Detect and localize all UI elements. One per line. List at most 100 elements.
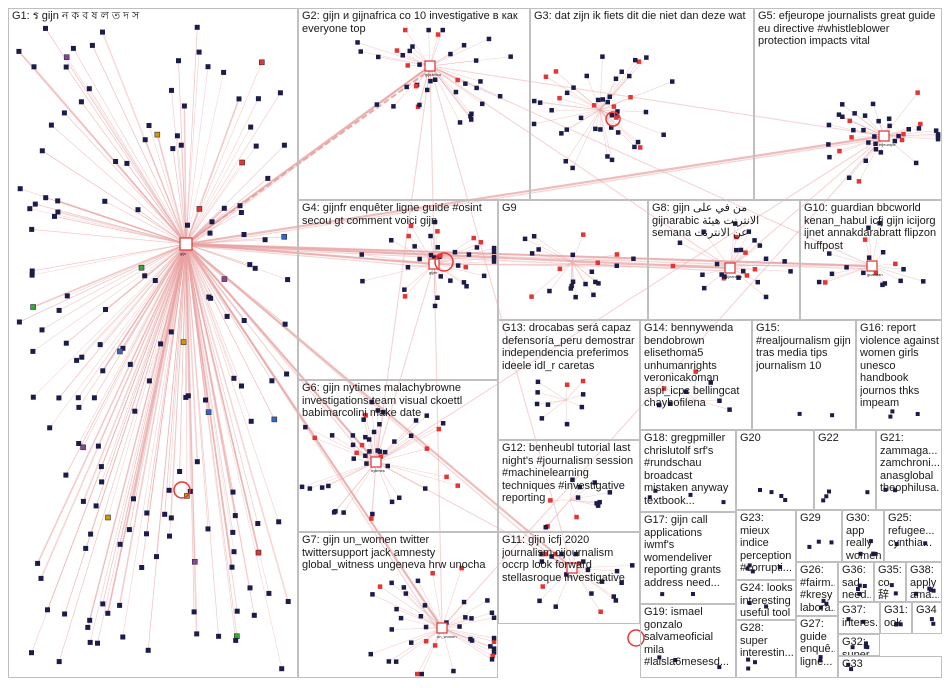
node-g1[interactable] [99, 479, 105, 485]
node-g1[interactable] [177, 469, 183, 474]
node-g10[interactable] [862, 237, 868, 242]
node-g1[interactable] [162, 511, 168, 517]
node-g14[interactable] [708, 380, 714, 385]
node-g1[interactable] [271, 416, 278, 423]
node-g9[interactable] [569, 283, 574, 289]
node-g1[interactable] [205, 64, 211, 70]
node-g14[interactable] [661, 386, 667, 391]
node-g3[interactable] [553, 69, 559, 74]
node-g3[interactable] [557, 95, 562, 101]
node-g6[interactable] [436, 426, 442, 432]
node-g37[interactable] [846, 617, 851, 622]
node-g7[interactable] [403, 591, 409, 596]
node-g1[interactable] [168, 515, 174, 521]
node-g6[interactable] [375, 408, 381, 413]
node-g16[interactable] [890, 409, 895, 414]
node-g11[interactable] [542, 551, 548, 557]
node-g1[interactable] [80, 498, 86, 504]
node-g8[interactable] [763, 294, 769, 300]
node-g20[interactable] [769, 490, 774, 495]
node-g1[interactable] [39, 327, 45, 333]
node-g3[interactable] [591, 103, 597, 108]
node-g2[interactable] [440, 27, 446, 33]
node-g8[interactable] [736, 275, 741, 280]
node-g25[interactable] [923, 541, 928, 546]
node-g2[interactable] [394, 48, 400, 53]
node-g9[interactable] [557, 266, 563, 272]
node-g7[interactable] [491, 646, 497, 651]
node-g1[interactable] [178, 142, 184, 148]
node-g1[interactable] [29, 272, 35, 278]
node-g1[interactable] [255, 96, 261, 102]
node-g21[interactable] [883, 487, 888, 492]
node-g23[interactable] [750, 569, 755, 574]
node-g7[interactable] [401, 585, 407, 590]
node-g1[interactable] [255, 549, 262, 556]
node-g13[interactable] [564, 382, 570, 388]
node-g1[interactable] [86, 86, 92, 92]
node-g5[interactable] [840, 102, 845, 107]
node-g1[interactable] [55, 198, 61, 204]
node-g2[interactable] [374, 102, 380, 107]
node-g1[interactable] [221, 276, 228, 282]
node-g1[interactable] [100, 601, 106, 607]
node-g29[interactable] [816, 539, 821, 544]
node-g1[interactable] [167, 533, 172, 539]
node-g4[interactable] [491, 255, 497, 260]
node-g6[interactable] [440, 421, 446, 426]
node-g4[interactable] [455, 263, 461, 268]
node-g12[interactable] [543, 525, 549, 530]
node-g1[interactable] [97, 342, 103, 348]
node-g8[interactable] [670, 263, 676, 269]
node-g1[interactable] [170, 146, 176, 152]
node-g1[interactable] [230, 529, 236, 535]
node-g4[interactable] [408, 223, 414, 229]
node-g14[interactable] [683, 389, 689, 395]
node-g1[interactable] [194, 24, 200, 30]
node-g1[interactable] [169, 87, 174, 93]
node-g1[interactable] [166, 487, 172, 493]
node-g1[interactable] [117, 348, 123, 355]
node-g6[interactable] [408, 433, 414, 439]
node-g1[interactable] [176, 58, 181, 64]
node-g7[interactable] [423, 624, 429, 630]
node-g1[interactable] [142, 137, 148, 143]
node-g24[interactable] [764, 604, 769, 609]
node-g28[interactable] [746, 666, 751, 671]
node-g4[interactable] [491, 245, 497, 251]
node-g5[interactable] [846, 175, 852, 181]
node-g1[interactable] [279, 666, 285, 672]
node-g1[interactable] [95, 443, 101, 449]
node-g6[interactable] [375, 448, 381, 453]
node-g2[interactable] [403, 27, 408, 33]
node-g1[interactable] [180, 339, 187, 345]
node-g2[interactable] [469, 111, 474, 117]
node-g38[interactable] [931, 588, 936, 593]
node-g5[interactable] [840, 114, 845, 120]
hub-node-gijn[interactable] [179, 237, 193, 251]
hub-node-nytimes[interactable] [370, 456, 382, 468]
node-g28[interactable] [746, 657, 751, 662]
node-g5[interactable] [935, 136, 941, 142]
node-g6[interactable] [363, 413, 369, 418]
node-g9[interactable] [595, 260, 601, 266]
node-g2[interactable] [468, 114, 473, 119]
node-g12[interactable] [597, 499, 602, 505]
node-g1[interactable] [30, 394, 36, 400]
node-g1[interactable] [194, 459, 200, 465]
node-g20[interactable] [779, 494, 784, 498]
node-g8[interactable] [738, 247, 744, 253]
node-g7[interactable] [491, 650, 497, 655]
node-g1[interactable] [100, 29, 105, 35]
node-g10[interactable] [823, 280, 828, 285]
node-g4[interactable] [491, 259, 497, 264]
node-g38[interactable] [914, 591, 919, 596]
node-g30[interactable] [873, 551, 878, 556]
node-g27[interactable] [818, 655, 823, 660]
node-g13[interactable] [564, 421, 570, 427]
node-g3[interactable] [605, 154, 610, 159]
node-g1[interactable] [87, 617, 93, 623]
node-g36[interactable] [857, 591, 862, 596]
node-g3[interactable] [643, 109, 649, 115]
node-g7[interactable] [418, 614, 424, 619]
